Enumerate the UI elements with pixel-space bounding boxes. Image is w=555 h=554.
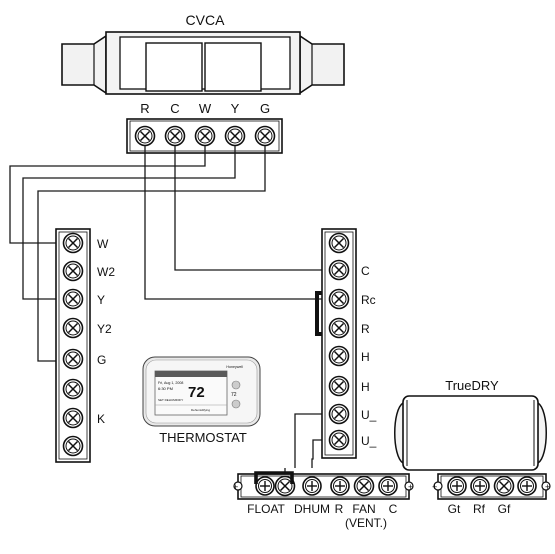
cvca-screw-r: [134, 125, 156, 147]
label-gt: Gt: [448, 502, 461, 516]
thermostat-date: Fri, Aug 1, 2008: [158, 381, 183, 385]
thermostat-device: Honeywell Fri, Aug 1, 2008 6:30 PM 72 SE…: [142, 356, 261, 427]
left-label-g: G: [97, 353, 106, 367]
bottom-left-strip-labels: FLOAT DHUM R FAN C (VENT.): [247, 502, 398, 530]
label-fan: FAN: [352, 502, 375, 516]
cvca-label-g: G: [260, 101, 270, 116]
cvca-label-r: R: [140, 101, 149, 116]
bottom-left-terminal-strip: + +: [233, 471, 414, 500]
right-label-h1: H: [361, 350, 370, 364]
cvca-screw-c: [164, 125, 186, 147]
thermostat-brand: Honeywell: [226, 365, 243, 369]
label-rf: Rf: [473, 502, 486, 516]
right-label-h2: H: [361, 380, 370, 394]
label-fan-vent: (VENT.): [345, 516, 387, 530]
thermostat-temp-small: 72: [231, 392, 237, 398]
label-r: R: [335, 502, 344, 516]
wires: [9, 146, 331, 474]
right-label-r: R: [361, 322, 370, 336]
svg-text:+: +: [408, 482, 413, 492]
label-float: FLOAT: [247, 502, 285, 516]
thermostat-label: THERMOSTAT: [159, 430, 247, 445]
right-label-u2: U_: [361, 434, 377, 448]
thermostat-status: Dehumidifying: [191, 408, 210, 412]
cvca-label-c: C: [170, 101, 179, 116]
left-label-y: Y: [97, 293, 105, 307]
svg-text:+: +: [545, 482, 550, 492]
left-label-k: K: [97, 412, 105, 426]
svg-text:+: +: [233, 482, 238, 492]
label-gf: Gf: [498, 502, 511, 516]
bottom-right-strip-labels: Gt Rf Gf: [448, 502, 511, 516]
thermostat-time: 6:30 PM: [158, 386, 173, 391]
cvca-screw-y: [224, 125, 246, 147]
cvca-screw-g: [254, 125, 276, 147]
left-terminal-block: W W2 Y Y2 G K: [55, 228, 115, 463]
right-label-rc: Rc: [361, 293, 376, 307]
truedry-unit: TrueDRY: [394, 378, 547, 471]
bottom-right-terminal-strip: + +: [432, 473, 551, 500]
cvca-screw-w: [194, 125, 216, 147]
thermostat-mode: SET DEHUMIDIFY: [158, 398, 183, 402]
left-label-w: W: [97, 237, 109, 251]
cvca-terminal-labels: R C W Y G: [140, 101, 270, 116]
truedry-title: TrueDRY: [445, 378, 499, 393]
thermostat-temp-big: 72: [188, 384, 205, 401]
right-label-c: C: [361, 264, 370, 278]
label-dhum: DHUM: [294, 502, 330, 516]
cvca-label-w: W: [199, 101, 212, 116]
float-jumper: [254, 471, 294, 484]
right-terminal-block: C Rc R H H U_ U_: [321, 228, 377, 459]
cvca-label-y: Y: [231, 101, 240, 116]
cvca-title: CVCA: [186, 12, 226, 28]
left-label-w2: W2: [97, 265, 115, 279]
left-label-y2: Y2: [97, 322, 112, 336]
svg-text:+: +: [432, 482, 437, 492]
label-c: C: [389, 502, 398, 516]
cvca-unit: CVCA: [61, 12, 345, 95]
right-label-u1: U_: [361, 408, 377, 422]
